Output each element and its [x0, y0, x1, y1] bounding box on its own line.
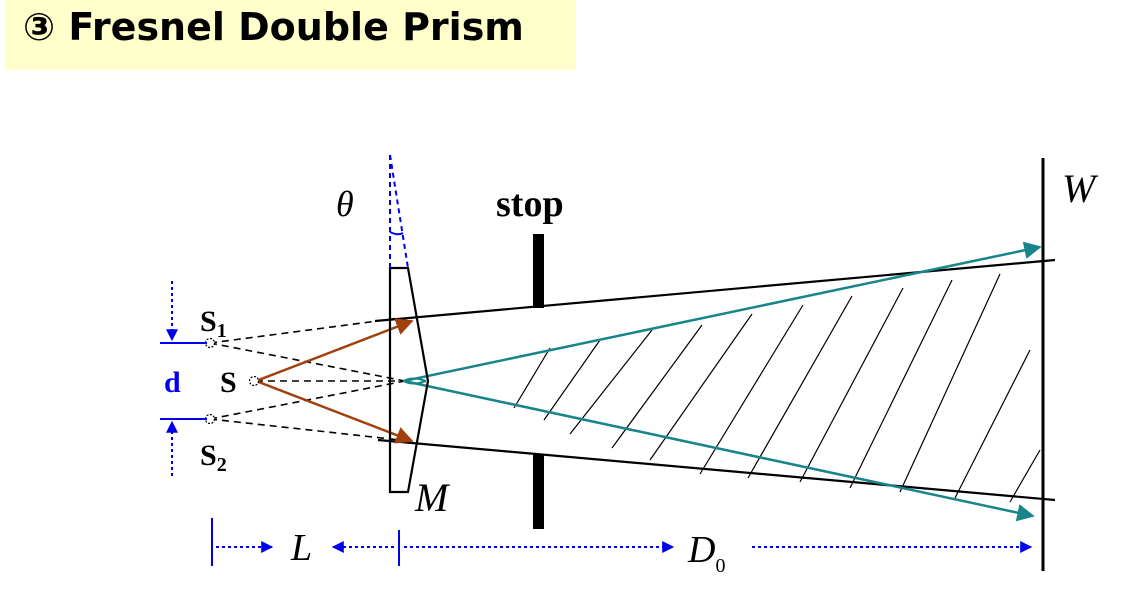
- s2-label: S2: [200, 439, 227, 476]
- virtual-ray-lines: [209, 317, 406, 441]
- refracted-rays: [402, 241, 1042, 522]
- page-title: ③ Fresnel Double Prism: [23, 5, 524, 49]
- distance-l-label: L: [290, 527, 312, 569]
- theta-angle-marks: [389, 154, 409, 269]
- source-s1-point: [204, 337, 216, 349]
- distance-d0-label: D0: [687, 529, 725, 577]
- s1-label: S1: [200, 305, 227, 342]
- d-label: d: [164, 366, 181, 399]
- separation-dimension: [160, 281, 207, 476]
- distance-dimensions: [211, 518, 1033, 566]
- stop-aperture: [533, 234, 544, 529]
- screen-label: W: [1062, 166, 1099, 211]
- source-s-point: [248, 375, 260, 387]
- stop-label: stop: [496, 183, 564, 225]
- interference-region-hatching: [513, 273, 1041, 503]
- s-label: S: [220, 366, 237, 399]
- prism-label: M: [414, 475, 451, 520]
- beam-boundary-lines: [374, 258, 1056, 502]
- biprism: [388, 266, 430, 494]
- title-banner: ③ Fresnel Double Prism: [5, 0, 576, 70]
- theta-label: θ: [336, 184, 354, 224]
- source-rays: [255, 318, 414, 444]
- source-s2-point: [204, 413, 216, 425]
